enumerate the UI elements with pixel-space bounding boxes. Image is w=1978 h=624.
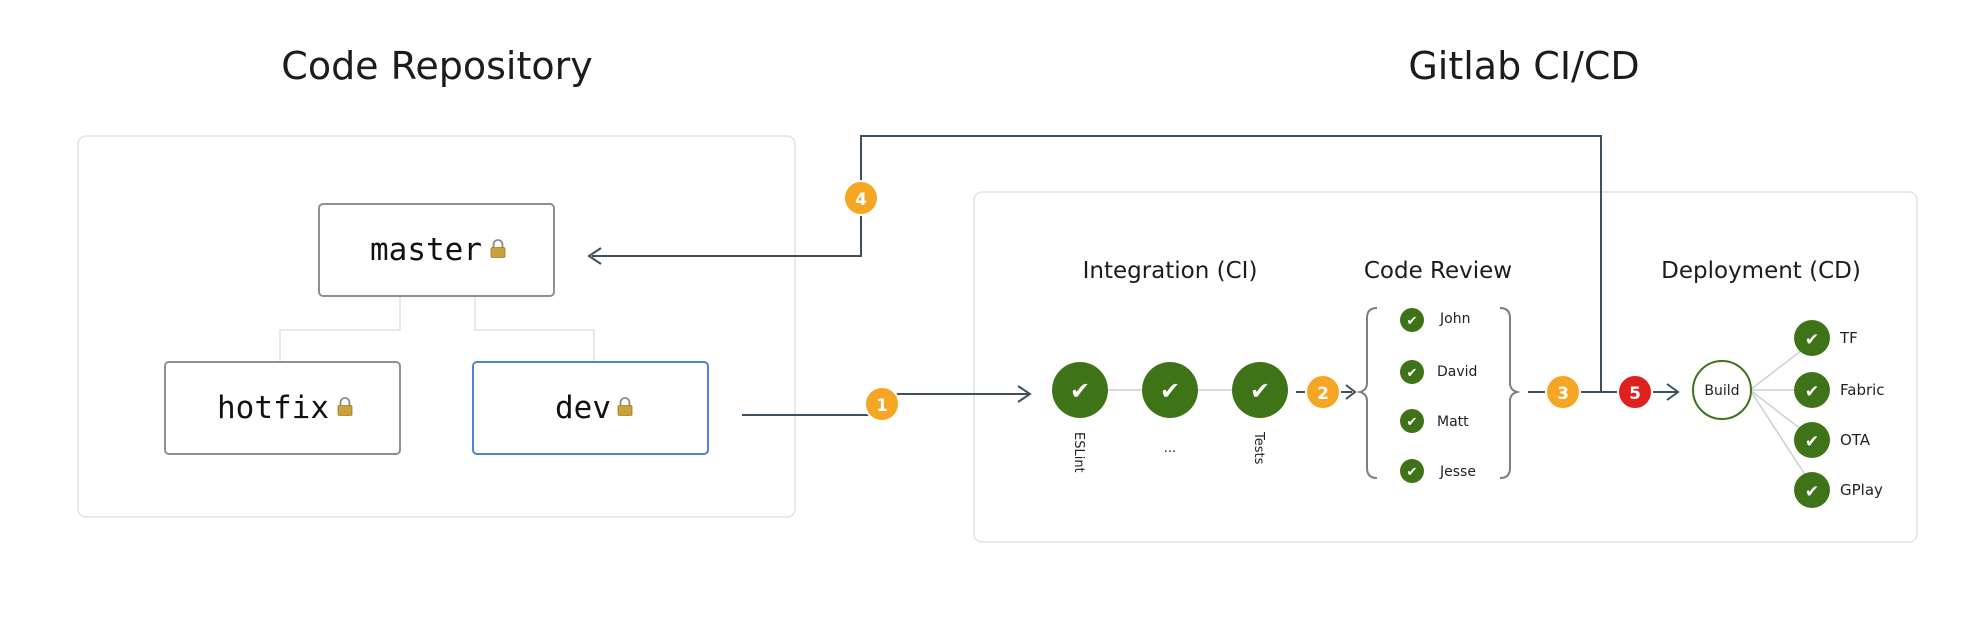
ci-job-label: ESLint	[1071, 432, 1086, 473]
tree-connector-dev	[474, 297, 595, 362]
check-icon: ✔	[1160, 377, 1180, 405]
check-icon: ✔	[1805, 432, 1819, 452]
reviewer-john[interactable]: ✔ John	[1400, 308, 1470, 332]
deploy-target-label: Fabric	[1840, 381, 1885, 399]
deploy-target-label: TF	[1839, 329, 1858, 347]
step-badge-2: 2	[1305, 374, 1341, 410]
step-badge-3: 3	[1545, 374, 1581, 410]
deploy-target-label: GPlay	[1840, 481, 1883, 499]
step-badge-1: 1	[864, 386, 900, 422]
step-number: 3	[1557, 384, 1569, 404]
check-icon: ✔	[1407, 366, 1418, 381]
step-number: 2	[1317, 384, 1329, 404]
ci-job-eslint[interactable]: ✔ ESLint	[1052, 362, 1108, 473]
deploy-target-gplay[interactable]: ✔ GPlay	[1794, 472, 1883, 508]
review-brace-right	[1499, 307, 1521, 479]
flow-back-to-master	[592, 135, 1602, 392]
reviewer-david[interactable]: ✔ David	[1400, 360, 1477, 384]
branch-master[interactable]: master	[318, 203, 555, 297]
tree-connector-hotfix	[279, 297, 401, 362]
check-icon: ✔	[1407, 465, 1418, 480]
deploy-target-ota[interactable]: ✔ OTA	[1794, 422, 1871, 458]
build-label: Build	[1704, 383, 1739, 399]
reviewer-name: Matt	[1437, 414, 1469, 430]
branch-dev-label: dev	[555, 390, 611, 426]
ci-job-label: Tests	[1251, 431, 1266, 465]
reviewer-jesse[interactable]: ✔ Jesse	[1400, 459, 1476, 483]
branch-hotfix-label: hotfix	[217, 390, 329, 426]
review-brace-left	[1356, 307, 1378, 479]
reviewer-name: Jesse	[1439, 464, 1476, 480]
gitlab-title: Gitlab CI/CD	[1408, 44, 1639, 88]
reviewer-name: John	[1439, 311, 1470, 327]
reviewer-name: David	[1437, 364, 1477, 380]
reviewer-matt[interactable]: ✔ Matt	[1400, 409, 1469, 433]
arrowhead-icon	[587, 247, 602, 265]
deployment-title: Deployment (CD)	[1661, 258, 1861, 284]
check-icon: ✔	[1250, 377, 1270, 405]
branch-dev[interactable]: dev	[472, 361, 709, 455]
repository-panel	[77, 135, 796, 518]
deploy-target-fabric[interactable]: ✔ Fabric	[1794, 372, 1885, 408]
deploy-target-tf[interactable]: ✔ TF	[1794, 320, 1858, 356]
check-icon: ✔	[1407, 415, 1418, 430]
check-icon: ✔	[1805, 382, 1819, 402]
check-icon: ✔	[1805, 482, 1819, 502]
check-icon: ✔	[1407, 314, 1418, 329]
check-icon: ✔	[1070, 377, 1090, 405]
build-node[interactable]: Build	[1692, 360, 1752, 420]
branch-master-label: master	[370, 232, 482, 268]
step-number: 5	[1629, 384, 1641, 404]
integration-title: Integration (CI)	[1083, 258, 1258, 284]
step-number: 1	[876, 396, 888, 416]
step-badge-4: 4	[843, 180, 879, 216]
arrowhead-icon	[1017, 385, 1032, 403]
arrowhead-icon	[1666, 383, 1680, 401]
arrowhead-icon	[1345, 384, 1357, 400]
gitlab-panel	[973, 191, 1918, 543]
ci-job-tests[interactable]: ✔ Tests	[1232, 362, 1288, 465]
step-badge-5: 5	[1617, 374, 1653, 410]
branch-hotfix[interactable]: hotfix	[164, 361, 401, 455]
deploy-target-label: OTA	[1840, 431, 1871, 449]
repository-title: Code Repository	[281, 44, 592, 88]
review-title: Code Review	[1364, 258, 1512, 284]
step-number: 4	[855, 190, 867, 210]
ci-job-label: ...	[1164, 441, 1176, 456]
ci-job-more[interactable]: ✔ ...	[1142, 362, 1198, 456]
check-icon: ✔	[1805, 330, 1819, 350]
